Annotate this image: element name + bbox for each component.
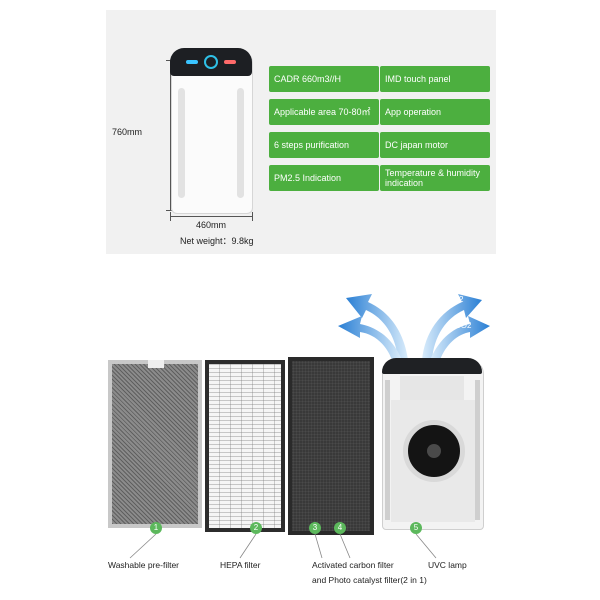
feature-tag-area: Applicable area 70-80㎡ <box>269 99 379 125</box>
width-dimension-line <box>170 216 252 217</box>
pre-filter-image <box>108 360 202 528</box>
side-rail-left <box>385 380 390 520</box>
display-indicator-right <box>224 60 236 64</box>
label-carbon-filter: Activated carbon filter <box>312 560 394 570</box>
side-rail-right <box>475 380 480 520</box>
height-label: 760mm <box>112 127 143 137</box>
display-ring <box>204 55 218 69</box>
label-photo-catalyst-filter: and Photo catalyst filter(2 in 1) <box>312 575 427 585</box>
co2-label-top: CO2 <box>447 295 464 304</box>
feature-tag-pm25: PM2.5 Indication <box>269 165 379 191</box>
carbon-filter-image <box>288 357 374 535</box>
step-2-badge: 2 <box>250 522 262 534</box>
feature-tag-app: App operation <box>380 99 490 125</box>
width-tick-right <box>252 212 253 221</box>
height-tick-bottom <box>166 210 175 211</box>
feature-tag-steps: 6 steps purification <box>269 132 379 158</box>
airflow-arrows <box>338 294 490 360</box>
label-pre-filter: Washable pre-filter <box>108 560 180 570</box>
display-indicator-left <box>186 60 198 64</box>
fan-hub <box>427 444 441 458</box>
label-uvc-lamp: UVC lamp <box>428 560 467 570</box>
feature-tag-temp-humidity: Temperature & humidity indication <box>380 165 490 191</box>
pre-filter-handle <box>148 360 164 368</box>
feature-tag-motor: DC japan motor <box>380 132 490 158</box>
step-1-badge: 1 <box>150 522 162 534</box>
hepa-pleats <box>209 364 281 528</box>
arrow-right-icon <box>430 316 490 360</box>
label-hepa-filter: HEPA filter <box>220 560 261 570</box>
arrow-up-right-icon <box>422 294 482 360</box>
step-5-badge: 5 <box>410 522 422 534</box>
width-label: 460mm <box>196 220 227 230</box>
step-4-badge: 4 <box>334 522 346 534</box>
height-dimension-line <box>170 60 171 210</box>
spec-panel: 760mm 460mm Net weight：9.8kg CADR 660m3/… <box>106 10 496 254</box>
hepa-filter-image <box>205 360 285 532</box>
width-tick-left <box>170 212 171 221</box>
arrow-up-left-icon <box>346 294 408 360</box>
arrow-left-icon <box>338 316 402 360</box>
feature-tag-cadr: CADR 660m3//H <box>269 66 379 92</box>
step-3-badge: 3 <box>309 522 321 534</box>
feature-tag-imd: IMD touch panel <box>380 66 490 92</box>
co2-label-bottom: CO2 <box>455 321 472 330</box>
net-weight-label: Net weight：9.8kg <box>180 236 254 246</box>
